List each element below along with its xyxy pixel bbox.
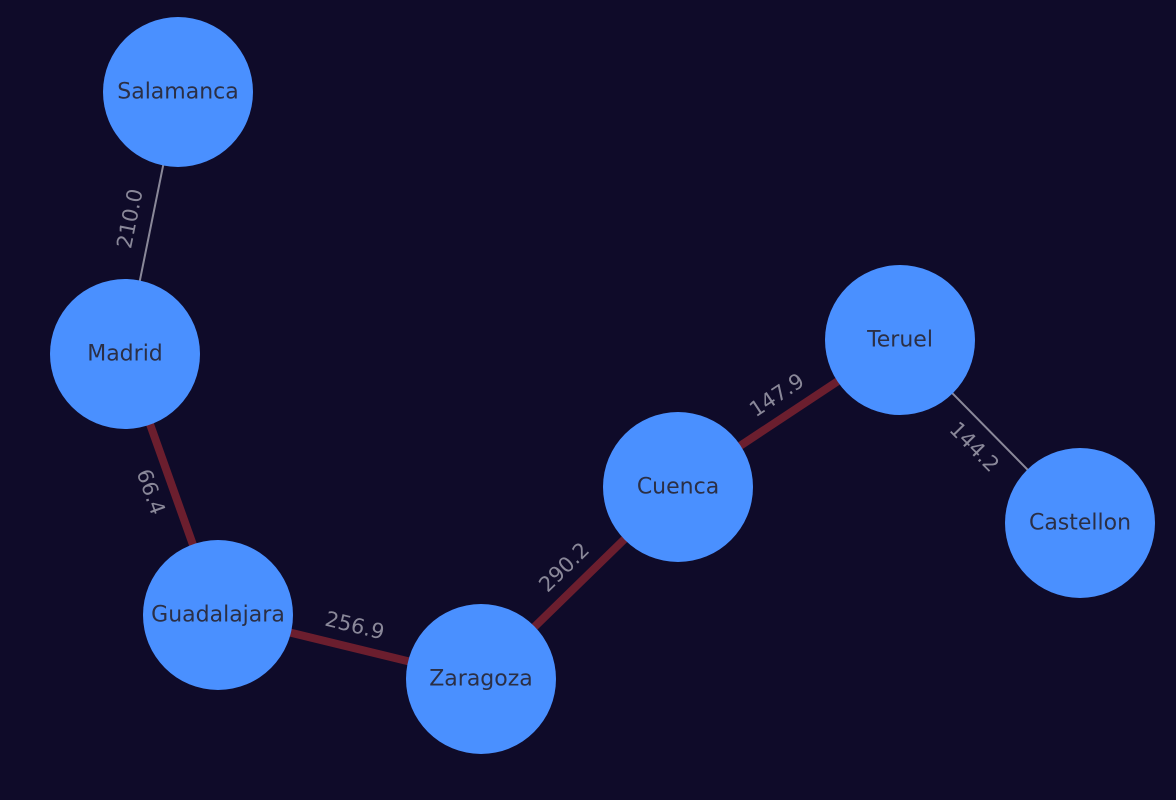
node-circle-guadalajara[interactable] bbox=[143, 540, 293, 690]
node-label-zaragoza: Zaragoza bbox=[429, 667, 533, 692]
node-circle-teruel[interactable] bbox=[825, 265, 975, 415]
node-teruel[interactable]: Teruel bbox=[825, 265, 975, 415]
node-cuenca[interactable]: Cuenca bbox=[603, 412, 753, 562]
node-label-guadalajara: Guadalajara bbox=[151, 603, 285, 628]
node-label-teruel: Teruel bbox=[866, 328, 933, 353]
node-circle-madrid[interactable] bbox=[50, 279, 200, 429]
node-guadalajara[interactable]: Guadalajara bbox=[143, 540, 293, 690]
node-circle-castellon[interactable] bbox=[1005, 448, 1155, 598]
node-label-cuenca: Cuenca bbox=[637, 475, 719, 500]
node-castellon[interactable]: Castellon bbox=[1005, 448, 1155, 598]
node-label-madrid: Madrid bbox=[87, 342, 163, 367]
node-zaragoza[interactable]: Zaragoza bbox=[406, 604, 556, 754]
node-label-salamanca: Salamanca bbox=[117, 80, 238, 105]
node-circle-cuenca[interactable] bbox=[603, 412, 753, 562]
node-circle-salamanca[interactable] bbox=[103, 17, 253, 167]
node-circle-zaragoza[interactable] bbox=[406, 604, 556, 754]
node-madrid[interactable]: Madrid bbox=[50, 279, 200, 429]
node-salamanca[interactable]: Salamanca bbox=[103, 17, 253, 167]
node-label-castellon: Castellon bbox=[1029, 511, 1131, 536]
